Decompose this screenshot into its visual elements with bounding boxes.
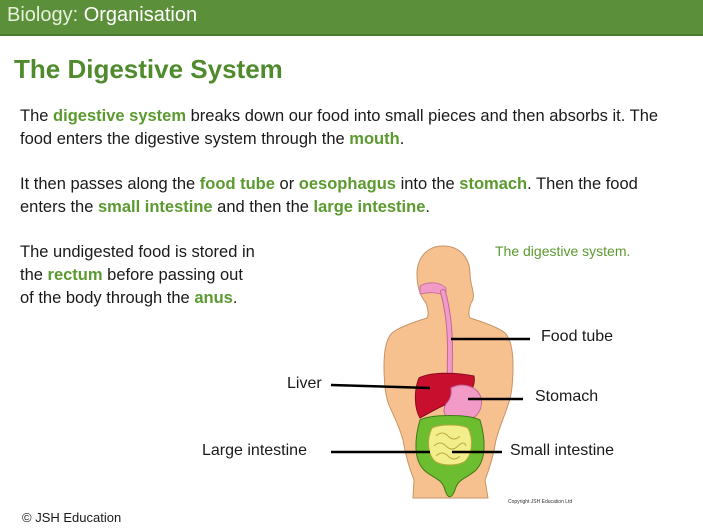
label-large-intestine: Large intestine <box>202 442 307 459</box>
paragraph-intro: The digestive system breaks down our foo… <box>20 105 670 151</box>
keyword-small-intestine: small intestine <box>97 198 213 216</box>
keyword-digestive-system: digestive system <box>53 107 187 125</box>
text: It then passes along the <box>20 175 200 193</box>
text: The undigested food is stored in the <box>20 243 255 284</box>
text: The <box>20 107 54 125</box>
label-stomach: Stomach <box>535 388 599 405</box>
header-prefix: Biology: <box>7 4 84 26</box>
keyword-stomach: stomach <box>459 175 528 193</box>
keyword-food-tube: food tube <box>199 175 275 193</box>
text: into the <box>395 175 460 193</box>
header-bar: Biology: Organisation <box>0 0 703 36</box>
diagram-credit: Copyright JSH Education Ltd <box>508 499 573 505</box>
slide-title: The Digestive System <box>14 54 283 84</box>
label-small-intestine: Small intestine <box>510 442 615 459</box>
text: . <box>425 198 430 216</box>
leader-liver <box>330 383 431 390</box>
keyword-mouth: mouth <box>349 130 400 148</box>
keyword-anus: anus <box>194 289 233 307</box>
keyword-oesophagus: oesophagus <box>298 175 396 193</box>
keyword-large-intestine: large intestine <box>313 198 426 216</box>
text: and then the <box>212 198 314 216</box>
text: breaks down our food into small pieces a… <box>20 107 659 148</box>
text: . <box>399 130 405 148</box>
diagram-caption: The digestive system. <box>495 243 631 259</box>
header-title: Biology: Organisation <box>7 4 197 27</box>
header-subject: Organisation <box>83 4 198 26</box>
label-food-tube: Food tube <box>541 328 614 345</box>
keyword-rectum: rectum <box>47 266 103 284</box>
paragraph-rectum: The undigested food is stored in the rec… <box>20 241 260 310</box>
label-liver: Liver <box>287 375 322 392</box>
text: . Then the food enters the <box>20 175 638 216</box>
footer-copyright: © JSH Education <box>22 510 122 525</box>
small-intestine-coils <box>433 432 467 460</box>
text: or <box>274 175 299 193</box>
text: before passing out of the body through t… <box>20 266 243 307</box>
small-intestine <box>428 424 472 466</box>
text: . <box>232 289 238 307</box>
paragraph-path: It then passes along the food tube or oe… <box>20 173 670 219</box>
